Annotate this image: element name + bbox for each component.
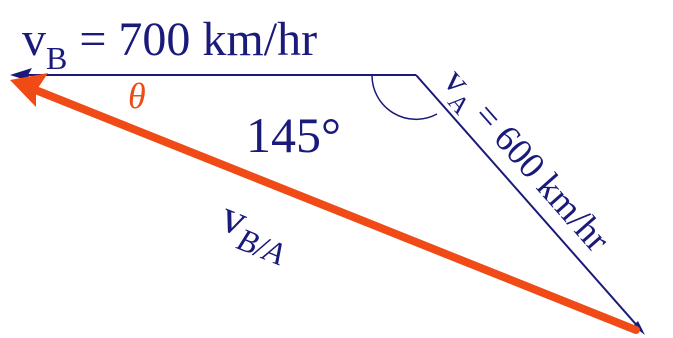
angle-arc [371, 74, 438, 121]
vb-label: vB = 700 km/hr [22, 13, 317, 76]
angle-label: 145° [246, 107, 341, 163]
vba-label-group: vB/A [211, 190, 300, 272]
vba-arrowhead [10, 73, 48, 107]
vba-vector-line [34, 87, 640, 334]
va-label-group: vA = 600 km/hr [430, 61, 617, 265]
va-vector-line [415, 74, 642, 331]
theta-label: θ [128, 76, 146, 116]
va-label: vA = 600 km/hr [430, 61, 617, 265]
vba-label: vB/A [211, 190, 300, 272]
